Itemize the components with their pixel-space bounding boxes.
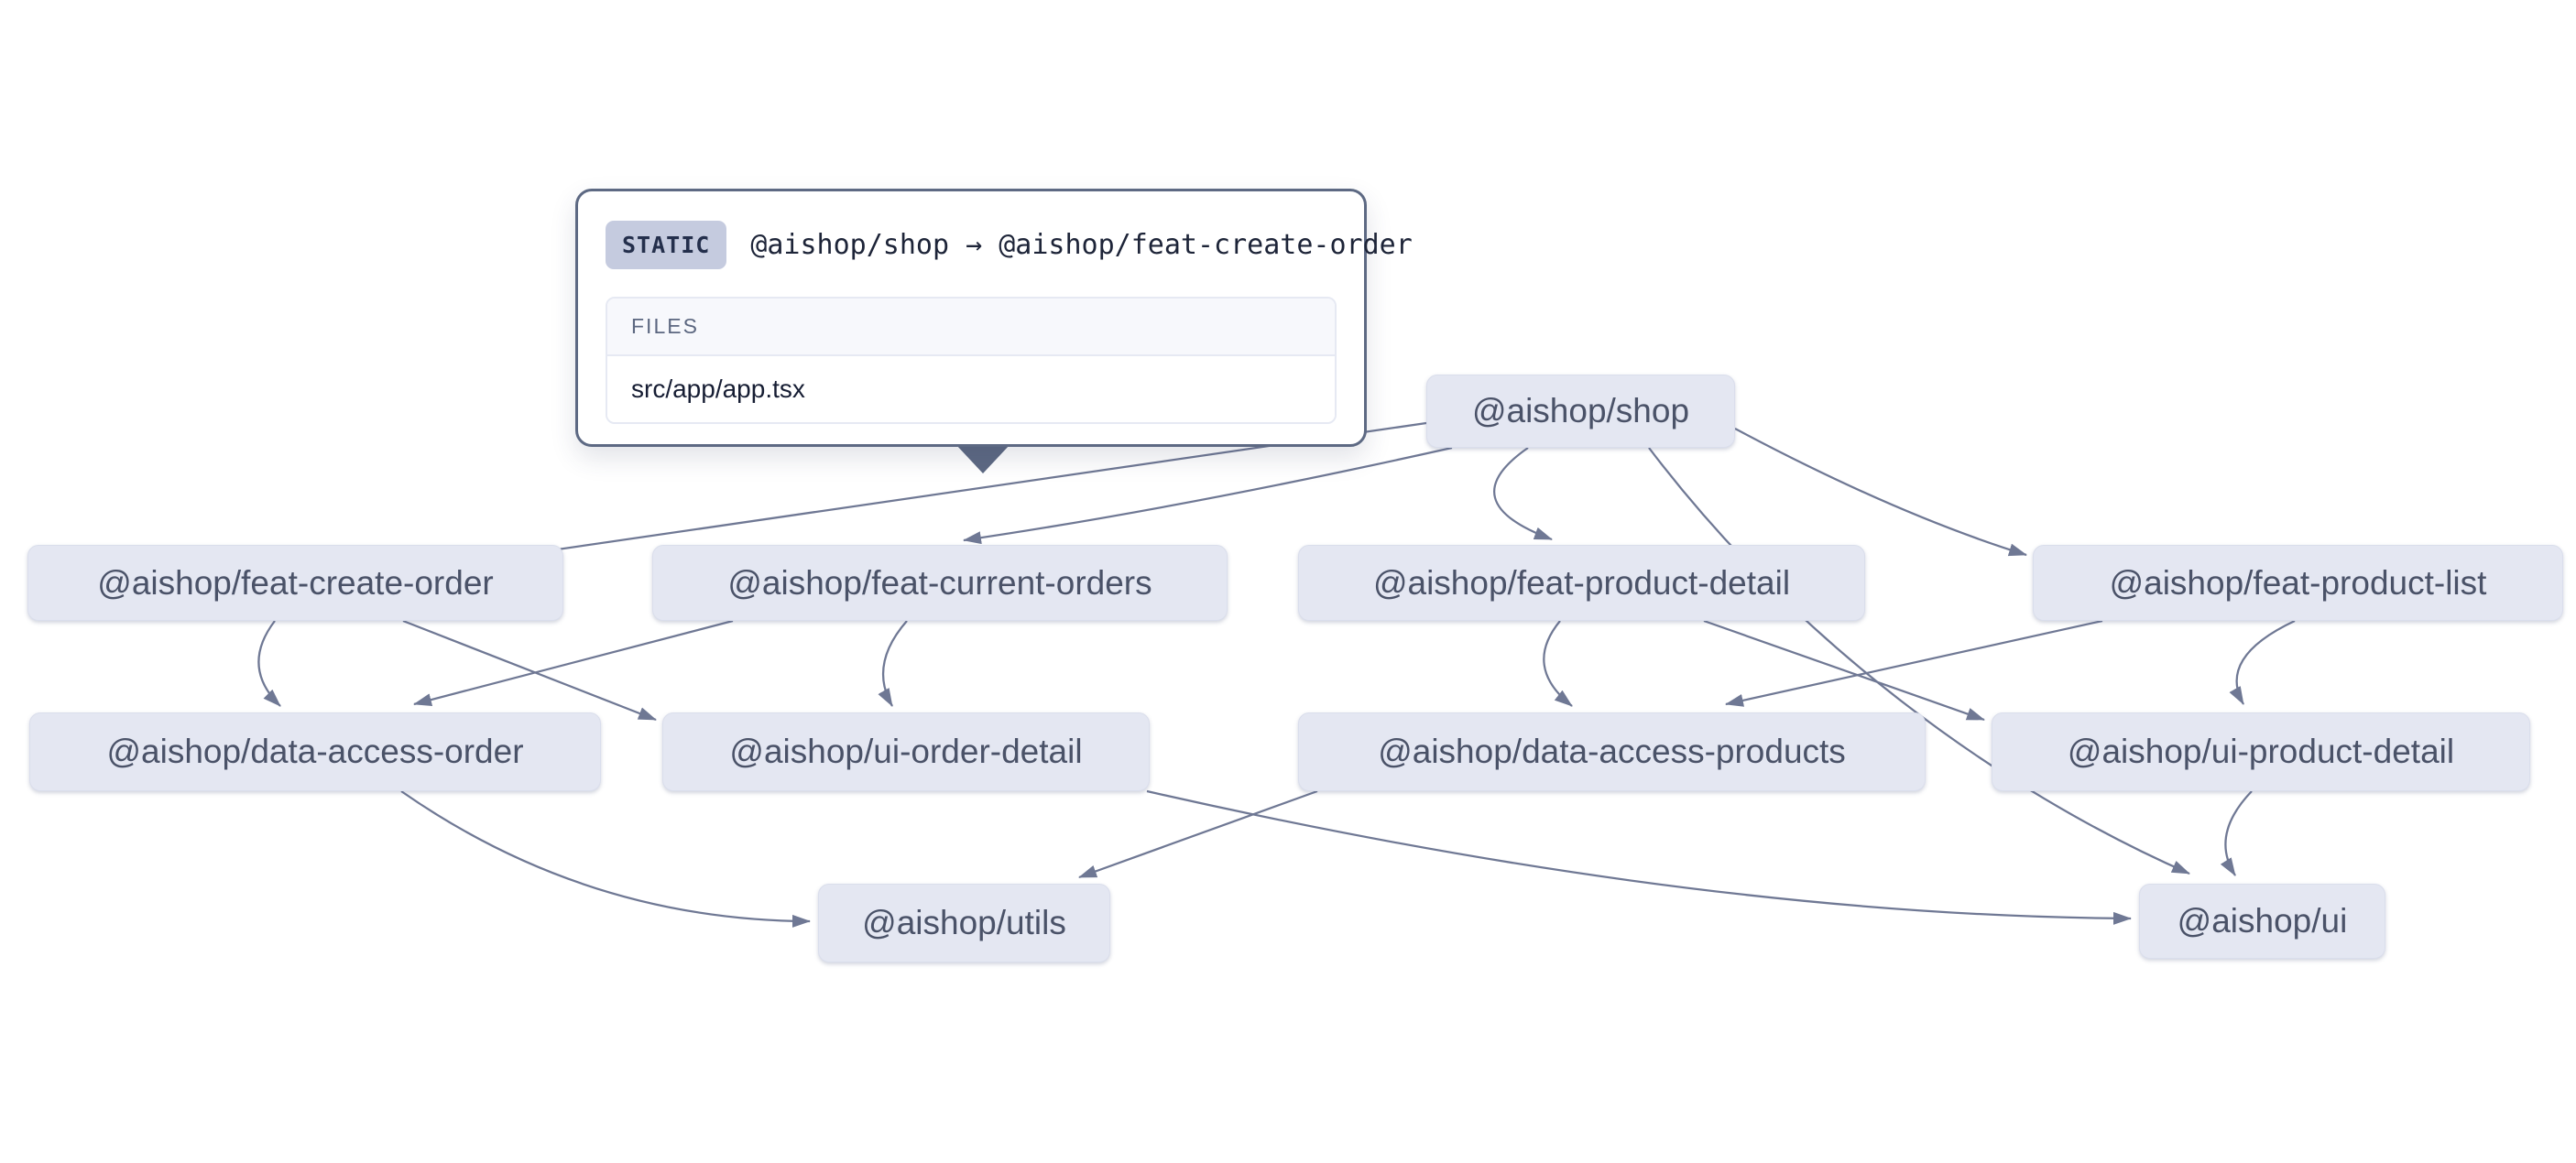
files-box: FILES src/app/app.tsx: [606, 297, 1337, 424]
graph-node-ui-product-detail[interactable]: @aishop/ui-product-detail: [1992, 712, 2530, 791]
files-header: FILES: [607, 299, 1335, 356]
tooltip-caret-icon: [956, 445, 1010, 473]
edge-shop-feat-product-detail[interactable]: [1493, 447, 1553, 541]
graph-node-data-access-order[interactable]: @aishop/data-access-order: [29, 712, 601, 791]
edge-ui-product-detail-ui[interactable]: [2220, 790, 2253, 876]
edge-shop-feat-product-list[interactable]: [1734, 428, 2027, 557]
graph-node-utils[interactable]: @aishop/utils: [818, 884, 1110, 962]
edge-feat-product-list-ui-product-detail[interactable]: [2229, 619, 2296, 705]
edge-feat-create-order-ui-order-detail[interactable]: [402, 619, 657, 722]
edge-shop-ui[interactable]: [1648, 447, 2190, 875]
graph-node-feat-current-orders[interactable]: @aishop/feat-current-orders: [652, 545, 1228, 621]
graph-node-feat-product-detail[interactable]: @aishop/feat-product-detail: [1298, 545, 1865, 621]
graph-node-feat-product-list[interactable]: @aishop/feat-product-list: [2033, 545, 2563, 621]
edge-data-access-order-utils[interactable]: [400, 790, 811, 928]
graph-node-shop[interactable]: @aishop/shop: [1426, 375, 1735, 448]
graph-node-data-access-products[interactable]: @aishop/data-access-products: [1298, 712, 1926, 791]
edge-feat-create-order-data-access-order[interactable]: [257, 620, 281, 707]
edge-type-badge: STATIC: [606, 221, 727, 269]
edge-shop-feat-current-orders[interactable]: [963, 446, 1453, 545]
graph-node-ui[interactable]: @aishop/ui: [2139, 884, 2385, 959]
file-row: src/app/app.tsx: [607, 356, 1335, 422]
edge-feat-current-orders-data-access-order[interactable]: [413, 619, 734, 706]
edge-tooltip: STATIC @aishop/shop → @aishop/feat-creat…: [575, 189, 1413, 447]
edge-data-access-products-utils[interactable]: [1078, 789, 1318, 879]
edge-feat-product-detail-data-access-products[interactable]: [1543, 620, 1573, 707]
edge-feat-product-detail-ui-product-detail[interactable]: [1703, 619, 1985, 722]
edge-feat-current-orders-ui-order-detail[interactable]: [878, 620, 908, 707]
graph-node-feat-create-order[interactable]: @aishop/feat-create-order: [27, 545, 563, 621]
edge-feat-product-list-data-access-products[interactable]: [1725, 619, 2103, 707]
tooltip-header: STATIC @aishop/shop → @aishop/feat-creat…: [606, 221, 1413, 269]
graph-node-ui-order-detail[interactable]: @aishop/ui-order-detail: [662, 712, 1150, 791]
edge-ui-order-detail-ui[interactable]: [1146, 789, 2132, 925]
files-list: src/app/app.tsx: [607, 356, 1335, 422]
edge-label: @aishop/shop → @aishop/feat-create-order: [750, 229, 1413, 261]
